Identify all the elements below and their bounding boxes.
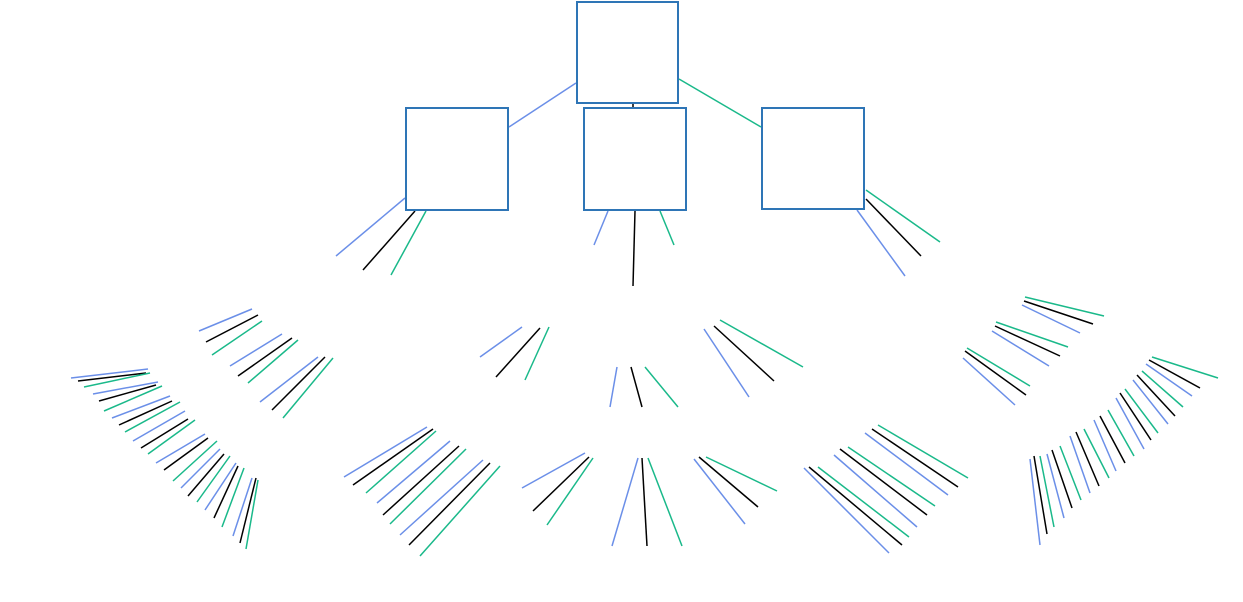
branch-l-c — [390, 210, 427, 276]
leaf-fan-1 — [70, 368, 259, 550]
leaf-fan-4 — [803, 424, 969, 554]
branch-l-a — [335, 197, 406, 257]
branch-root-left — [508, 82, 577, 128]
root-node — [576, 1, 679, 104]
branch-group-l-c — [259, 356, 334, 419]
branch-group-m-c — [703, 319, 804, 398]
right-node — [761, 107, 865, 210]
branch-r-b — [865, 198, 922, 257]
branch-group-m-a — [479, 326, 550, 381]
branch-m-c — [659, 210, 675, 246]
branch-group-r-b — [991, 321, 1069, 367]
branch-m-b — [632, 210, 636, 287]
branch-r-a — [856, 209, 906, 277]
branch-group-l-a — [198, 308, 263, 356]
branch-l-b — [362, 210, 416, 271]
branch-root-right — [678, 78, 762, 128]
branch-group-r-c — [1021, 296, 1105, 334]
leaf-fan-3 — [521, 452, 778, 547]
branch-group-m-b — [609, 366, 679, 408]
branch-group-r-a — [962, 347, 1031, 406]
branch-r-c — [865, 189, 941, 243]
middle-node — [583, 107, 687, 211]
branch-m-a — [593, 210, 609, 246]
branch-group-l-b — [229, 333, 299, 384]
leaf-fan-2 — [343, 426, 501, 557]
left-node — [405, 107, 509, 211]
leaf-fan-5 — [1029, 356, 1219, 546]
